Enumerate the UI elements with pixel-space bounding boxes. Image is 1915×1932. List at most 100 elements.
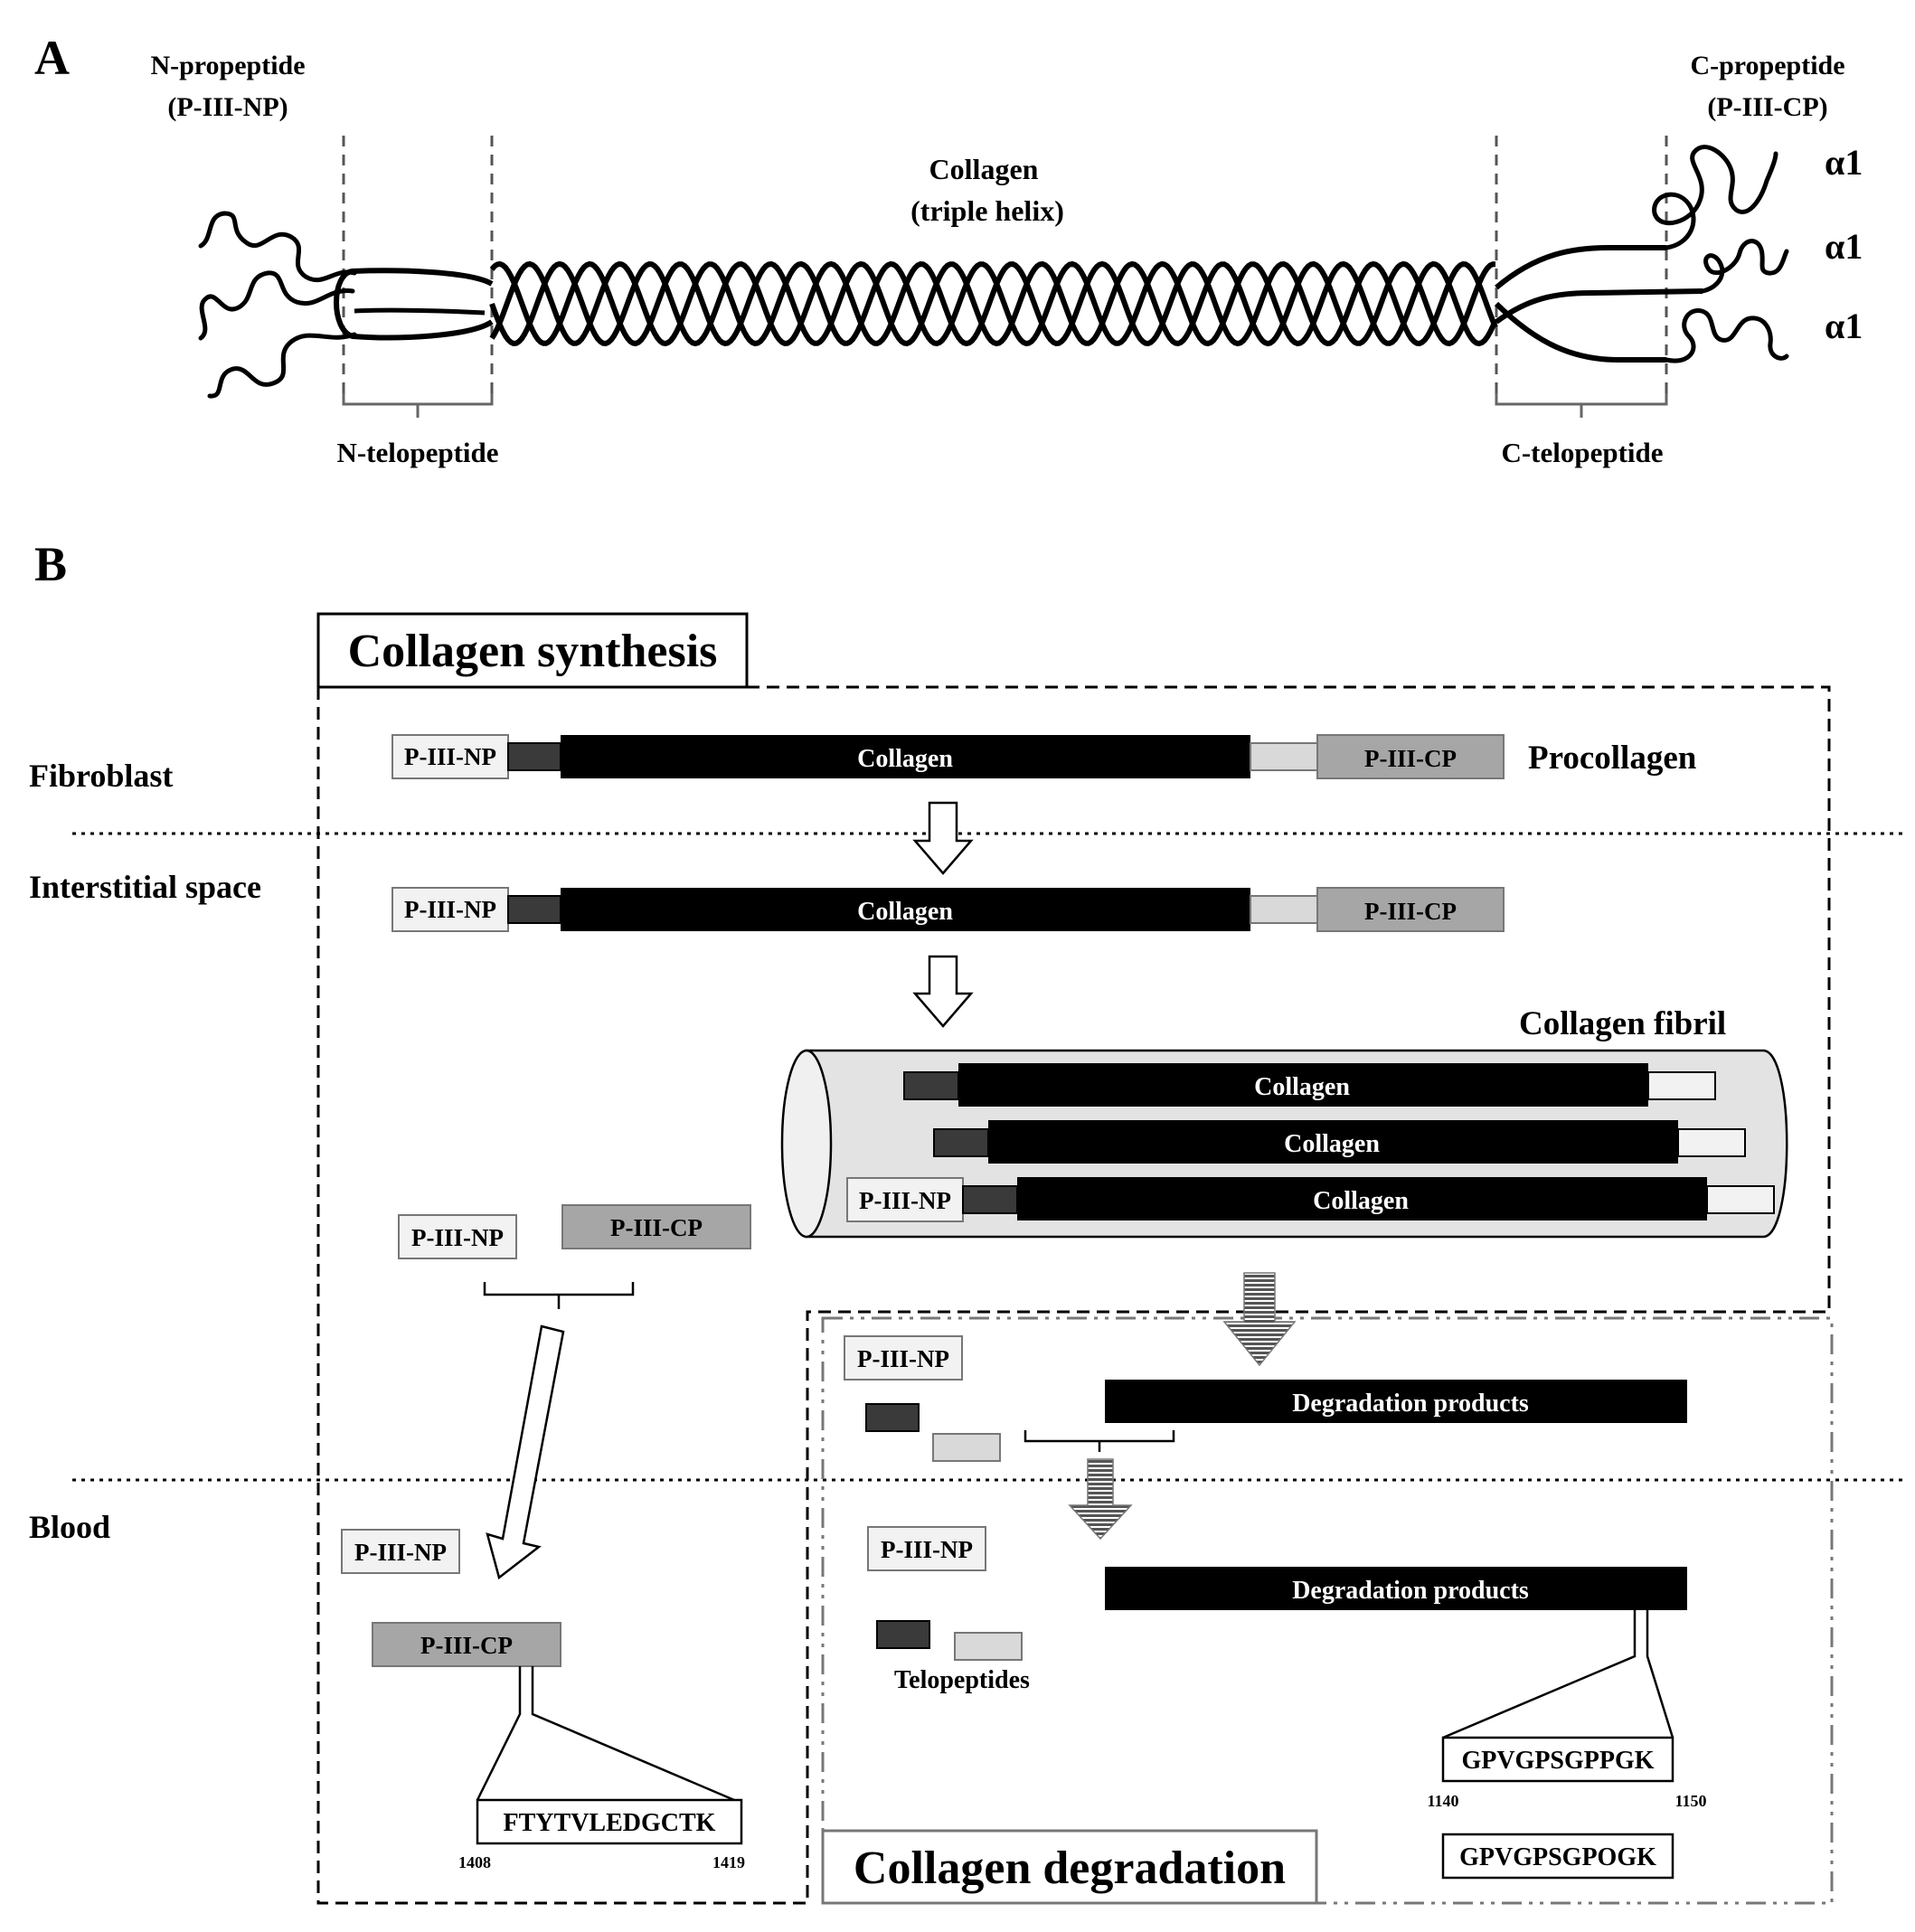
propeptide-brace <box>483 1282 635 1309</box>
free-p3np-box <box>398 1214 517 1259</box>
blood-p3np-label: P-III-NP <box>354 1539 447 1566</box>
n-propeptide-label: N-propeptide <box>150 51 305 80</box>
n-telopeptide-block <box>507 895 561 924</box>
blood-deg-p3np-box <box>867 1526 986 1571</box>
procollagen-label: Procollagen <box>1528 740 1697 777</box>
collagen-label: Collagen <box>857 898 953 926</box>
secretion-arrow <box>912 801 974 875</box>
p3cp-sequence: FTYTVLEDGCTK <box>504 1809 716 1837</box>
collagen-label: Collagen <box>857 745 953 773</box>
interstitial-label: Interstitial space <box>29 869 261 905</box>
c-telopeptide-brace <box>1495 393 1668 418</box>
blood-deg-p3np-label: P-III-NP <box>881 1536 973 1563</box>
triple-helix-label: (triple helix) <box>910 194 1064 227</box>
blood-p3cp-box <box>372 1622 561 1667</box>
panel-b-letter: B <box>34 537 67 591</box>
c-telopeptide-fragment <box>932 1433 1001 1462</box>
collagen-label: Collagen <box>1313 1187 1409 1215</box>
helix-strand-1 <box>489 260 1498 347</box>
p3np-label: P-III-NP <box>404 743 496 770</box>
collagen-fibril-label: Collagen fibril <box>1519 1005 1726 1042</box>
p3np-label: P-III-NP <box>859 1187 951 1214</box>
helix-strand-3 <box>489 260 1495 347</box>
deg-sequence-2: GPVGPSGPOGK <box>1459 1843 1656 1871</box>
collagen-bar <box>561 735 1250 778</box>
deg-seq-start: 1140 <box>1427 1792 1458 1810</box>
c-telopeptide-block <box>1647 1071 1716 1100</box>
collagen-fibril: Collagen Collagen P-III-NP Collagen <box>780 1049 1788 1239</box>
degradation-title-box <box>821 1829 1318 1905</box>
blood-degradation-products-label: Degradation products <box>1292 1577 1529 1605</box>
p3np-label: P-III-NP <box>404 896 496 923</box>
p3np-box <box>846 1177 964 1222</box>
chain-label-2: α1 <box>1825 226 1863 267</box>
c-propeptide-label: C-propeptide <box>1690 51 1844 80</box>
fibroblast-label: Fibroblast <box>29 758 173 794</box>
compartment-dividers <box>72 832 1906 1482</box>
deg-seq-end: 1150 <box>1674 1792 1706 1810</box>
c-telopeptide-block <box>1677 1128 1746 1157</box>
fibril-end <box>780 1049 833 1239</box>
n-telopeptide-block <box>962 1185 1018 1214</box>
blood-c-telopeptide <box>954 1632 1023 1661</box>
fibril-collagen-1 <box>958 1063 1648 1107</box>
collagen-triple-helix-label: Collagen <box>929 153 1039 185</box>
free-p3cp-box <box>561 1204 751 1249</box>
free-p3cp-label: P-III-CP <box>610 1214 703 1241</box>
p3cp-seq-end: 1419 <box>712 1853 745 1871</box>
n-telopeptide-strands <box>334 268 494 341</box>
deg-sequence: GPVGPSGPPGK <box>1461 1747 1654 1775</box>
procollagen-fibroblast: P-III-NP Collagen P-III-CP <box>391 734 1505 779</box>
collagen-label: Collagen <box>1254 1073 1350 1101</box>
p3cp-seq-start: 1408 <box>458 1853 491 1871</box>
panel-a: A N-propeptide (P-III-NP) C-propeptide (… <box>34 31 1863 468</box>
blood-n-telopeptide <box>876 1620 930 1649</box>
blood-degradation-products-bar <box>1105 1567 1687 1610</box>
n-telopeptide-block <box>903 1071 959 1100</box>
synthesis-region <box>316 685 1831 1905</box>
telopeptides-label: Telopeptides <box>894 1666 1030 1694</box>
degradation-title: Collagen degradation <box>854 1842 1286 1894</box>
collagen-label: Collagen <box>1284 1130 1380 1158</box>
triple-helix <box>489 260 1498 347</box>
c-propeptide-abbr: (P-III-CP) <box>1707 92 1827 122</box>
cleavage-arrow <box>912 955 974 1028</box>
procollagen-interstitial: P-III-NP Collagen P-III-CP <box>391 887 1505 932</box>
c-telopeptide-label: C-telopeptide <box>1501 437 1663 468</box>
p3cp-label: P-III-CP <box>1364 898 1457 925</box>
deg-p3np-label: P-III-NP <box>857 1345 949 1372</box>
degradation-products-label: Degradation products <box>1292 1390 1529 1418</box>
deg-p3np-box <box>844 1335 963 1381</box>
n-telopeptide-block <box>933 1128 989 1157</box>
p3cp-label: P-III-CP <box>1364 745 1457 772</box>
chain-label-1: α1 <box>1825 142 1863 183</box>
p3cp-box <box>1316 734 1505 779</box>
n-propeptide-coils <box>198 211 357 399</box>
free-p3np-label: P-III-NP <box>411 1224 504 1251</box>
fibril-collagen-3 <box>1017 1177 1707 1220</box>
degradation-arrow <box>1222 1272 1297 1367</box>
c-telopeptide-block <box>1250 742 1318 771</box>
degradation-products-bar <box>1105 1380 1687 1423</box>
n-propeptide-abbr: (P-III-NP) <box>167 92 288 122</box>
n-telopeptide-block <box>507 742 561 771</box>
chain-label-3: α1 <box>1825 306 1863 346</box>
degradation-region <box>821 1316 1834 1905</box>
n-telopeptide-brace <box>342 393 494 418</box>
p3cp-sequence-box <box>476 1798 743 1845</box>
blood-p3cp-label: P-III-CP <box>420 1632 513 1659</box>
deg-sequence-2-box <box>1441 1833 1674 1880</box>
synthesis-title-box <box>316 612 749 689</box>
n-telopeptide-label: N-telopeptide <box>336 437 498 468</box>
degradation-brace <box>1024 1430 1175 1452</box>
p3np-box <box>391 734 509 779</box>
propeptide-release-arrow <box>486 1324 565 1580</box>
n-telopeptide-fragment <box>865 1403 920 1432</box>
blood-label: Blood <box>29 1509 110 1545</box>
c-telopeptide-block <box>1250 895 1318 924</box>
panel-a-letter: A <box>34 31 70 85</box>
degradation-zoom-lines <box>1442 1610 1674 1739</box>
c-propeptide-coils <box>1652 145 1789 363</box>
c-telopeptide-strands <box>1494 245 1703 363</box>
deg-sequence-box <box>1441 1736 1674 1783</box>
